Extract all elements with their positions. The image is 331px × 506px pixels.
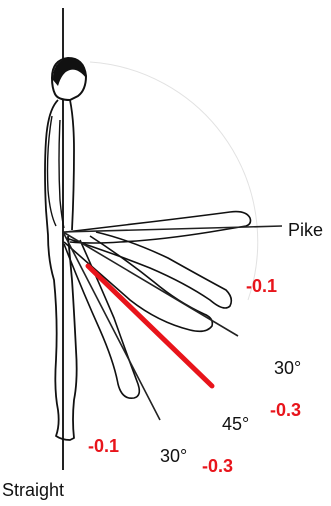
angle-30-upper-label: 30°: [274, 358, 301, 378]
penalty-lower-30: -0.3: [202, 456, 233, 476]
penalty-upper-30-to-45: -0.3: [270, 400, 301, 420]
penalty-lower-range: -0.1: [88, 436, 119, 456]
angle-45-label: 45°: [222, 414, 249, 434]
figure-arm: [48, 116, 65, 228]
figure-head: [52, 58, 86, 100]
penalty-pike-range: -0.1: [246, 276, 277, 296]
angle-30-lower-label: 30°: [160, 446, 187, 466]
leg-30-lower: [64, 240, 139, 398]
straight-label: Straight: [2, 480, 64, 500]
pike-label: Pike: [288, 220, 323, 240]
guide-arc: [90, 62, 258, 300]
figure-torso: [45, 100, 77, 440]
